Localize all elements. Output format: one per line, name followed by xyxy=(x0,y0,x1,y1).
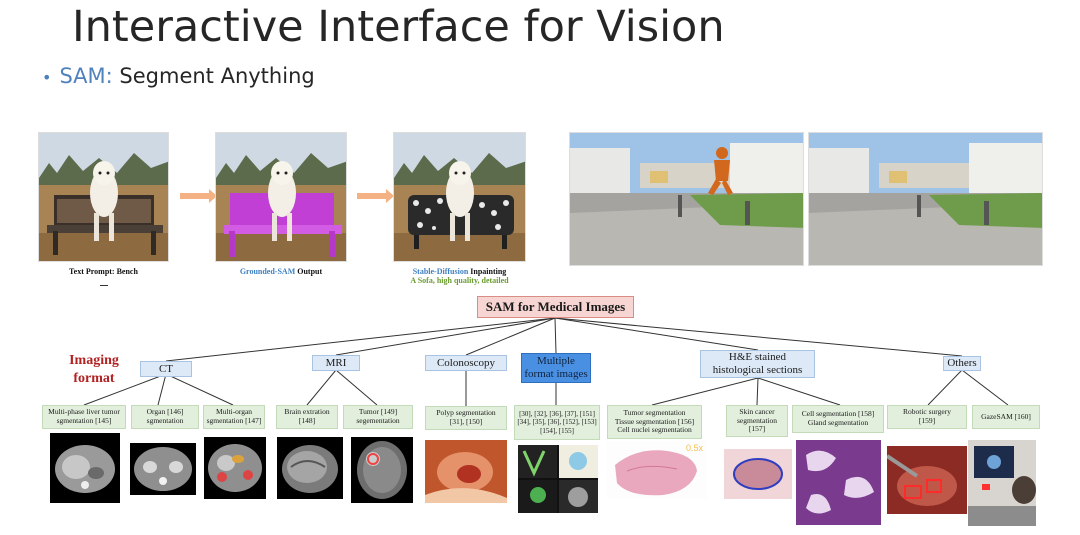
leaf-multiref-line1: [30], [32], [36], [37], [151] xyxy=(519,410,595,419)
bullet-text: Segment Anything xyxy=(119,64,315,88)
leaf-skin-cancer: Skin cancer segmentation [157] xyxy=(726,405,788,437)
leaf-cell-segmentation: Cell segmentation [158] Gland segmentati… xyxy=(792,405,884,433)
bullet-line: • SAM: Segment Anything xyxy=(42,64,315,88)
leaf-multiorgan-line2: sgmentation [147] xyxy=(206,416,262,425)
tree-root-node: SAM for Medical Images xyxy=(477,296,634,318)
leaf-liver-line2: sgmentation [145] xyxy=(56,416,112,425)
leaf-brain-extraction: Brain extration [148] xyxy=(276,405,338,429)
leaf-liver-line1: Multi-phase liver tumor xyxy=(48,407,120,417)
cell-gland-image xyxy=(796,440,881,525)
zoom-level-label: 0.5x xyxy=(685,443,703,453)
leaf-gazesam: GazeSAM [160] xyxy=(972,405,1040,429)
dog-bench-photo xyxy=(38,132,169,262)
leaf-multiref-line3: [154], [155] xyxy=(540,426,574,435)
skin-lesion-image xyxy=(724,449,792,499)
category-multiple-format: Multiple format images xyxy=(521,353,591,383)
leaf-robotic-line1: Robotic surgery xyxy=(903,407,951,417)
category-he-line2: histological sections xyxy=(712,364,803,376)
caption-stable-rest: Inpainting xyxy=(470,267,507,276)
street-scene-inpainted-photo xyxy=(808,132,1043,266)
leaf-hetumor-line2: Tissue segmentation [156] xyxy=(614,416,695,426)
leaf-multiple-refs: [30], [32], [36], [37], [151] [34], [35]… xyxy=(514,405,600,440)
category-he-stained: H&E stained histological sections xyxy=(700,350,815,378)
bullet-keyword: SAM: xyxy=(59,64,113,88)
leaf-skin-line3: [157] xyxy=(748,424,766,434)
leaf-brain-line2: [148] xyxy=(298,416,316,425)
gazesam-setup-image xyxy=(968,440,1036,526)
leaf-robotic-line2: [159] xyxy=(918,416,936,425)
leaf-hetumor-line1: Tumor segmentation xyxy=(623,408,686,418)
leaf-multi-organ: Multi-organ sgmentation [147] xyxy=(203,405,265,429)
leaf-robotic-surgery: Robotic surgery [159] xyxy=(887,405,967,429)
category-he-line1: H&E stained xyxy=(728,351,787,364)
leaf-cell-line2: Gland segmentation xyxy=(807,418,869,427)
caption-stable-name: Stable-Diffusion xyxy=(412,267,469,276)
leaf-he-tumor: Tumor segmentation Tissue segmentation [… xyxy=(607,405,702,439)
caption-grounded-rest: Output xyxy=(297,267,323,276)
leaf-hetumor-line3: Cell nuclei segmentation xyxy=(617,425,692,435)
leaf-polyp-line2: [31], [150] xyxy=(449,417,483,426)
colonoscopy-polyp-image xyxy=(425,440,507,503)
leaf-tumormri-line2: segementation xyxy=(356,416,400,425)
leaf-liver-tumor: Multi-phase liver tumor sgmentation [145… xyxy=(42,405,126,429)
imaging-format-label: Imaging format xyxy=(58,352,130,388)
imaging-label-line1: Imaging xyxy=(69,353,119,368)
he-tissue-image: 0.5x xyxy=(607,441,707,499)
leaf-organ: Organ [146] sgmentation xyxy=(131,405,199,429)
leaf-brain-line1: Brain extration xyxy=(284,407,330,417)
arrow-right-icon xyxy=(180,189,217,203)
category-ct: CT xyxy=(140,361,192,377)
leaf-multiref-line2: [34], [35], [36], [152], [153] xyxy=(517,418,597,427)
leaf-skin-line1: Skin cancer xyxy=(739,407,775,417)
ct-liver-scan-image xyxy=(50,433,120,503)
caption-underline xyxy=(100,285,108,286)
category-colonoscopy: Colonoscopy xyxy=(425,355,507,371)
mri-tumor-scan-image xyxy=(351,437,413,503)
street-scene-segmented-photo xyxy=(569,132,804,266)
mri-brain-scan-image xyxy=(277,437,343,499)
robotic-surgery-image xyxy=(887,446,967,514)
category-multiple-line1: Multiple xyxy=(537,355,575,368)
ct-multi-organ-scan-image xyxy=(204,437,266,499)
leaf-organ-line1: Organ [146] xyxy=(146,407,184,417)
arrow-right-icon xyxy=(357,189,394,203)
leaf-tumormri-line1: Tumor [149] xyxy=(358,407,398,417)
grounded-sam-photo xyxy=(215,132,347,262)
leaf-skin-line2: segmentation xyxy=(737,415,777,425)
caption-grounded: Grounded-SAM Output xyxy=(215,267,347,276)
leaf-mri-tumor: Tumor [149] segementation xyxy=(343,405,413,429)
category-others: Others xyxy=(943,356,981,371)
category-mri: MRI xyxy=(312,355,360,371)
multi-format-collage-image xyxy=(518,445,598,513)
caption-text-prompt: Text Prompt: Bench xyxy=(69,267,138,276)
leaf-polyp: Polyp segmentation [31], [150] xyxy=(425,406,507,430)
category-multiple-line2: format images xyxy=(524,368,588,380)
bullet-dot: • xyxy=(42,68,52,87)
caption-grounded-name: Grounded-SAM xyxy=(239,267,296,276)
stable-diffusion-photo xyxy=(393,132,526,262)
caption-stable: Stable-Diffusion Inpainting A Sofa, high… xyxy=(393,267,526,285)
imaging-label-line2: format xyxy=(73,371,115,387)
leaf-organ-line2: sgmentation xyxy=(146,416,184,425)
slide-title: Interactive Interface for Vision xyxy=(72,2,725,52)
leaf-polyp-line1: Polyp segmentation xyxy=(436,408,496,418)
caption-stable-prompt: A Sofa, high quality, detailed xyxy=(410,276,509,285)
leaf-multiorgan-line1: Multi-organ xyxy=(215,407,253,417)
ct-organ-scan-image xyxy=(130,443,196,495)
leaf-cell-line1: Cell segmentation [158] xyxy=(801,409,875,419)
